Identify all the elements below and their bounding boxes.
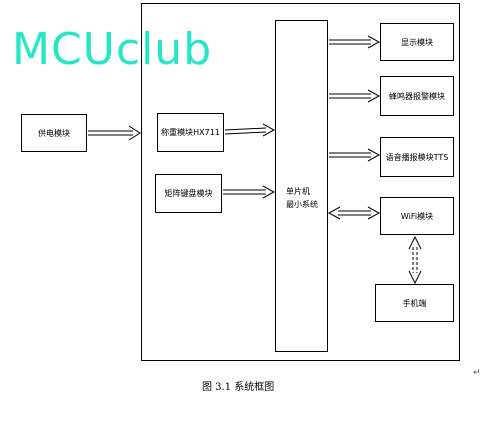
arrow-mcu-to-buzzer: [329, 89, 381, 103]
wifi-module-label: WiFi模块: [400, 211, 434, 221]
mcu-block: 单片机 最小系统: [275, 20, 328, 352]
arrow-wifi-phone-dashed: [408, 235, 422, 285]
weighing-module-label: 称重模块HX711: [161, 128, 220, 137]
display-module-label: 显示模块: [401, 37, 433, 47]
arrow-weigh-to-mcu: [224, 123, 276, 137]
weighing-module-block: 称重模块HX711: [157, 113, 224, 152]
phone-block: 手机端: [375, 284, 454, 322]
system-frame: [141, 3, 460, 361]
arrow-keypad-to-mcu: [223, 185, 276, 199]
keypad-module-label: 矩阵键盘模块: [164, 189, 213, 198]
arrow-mcu-wifi-bidirectional: [327, 206, 381, 220]
buzzer-module-label: 蜂鸣器报警模块: [389, 91, 445, 101]
watermark-logo: MCUclub: [12, 24, 213, 75]
phone-label: 手机端: [402, 298, 427, 308]
arrow-power-to-weigh: [88, 125, 141, 141]
mcu-label-line2: 最小系统: [286, 200, 318, 209]
buzzer-module-block: 蜂鸣器报警模块: [380, 76, 454, 116]
arrow-mcu-to-display: [329, 35, 381, 49]
mcu-label-line1: 单片机: [286, 187, 310, 196]
arrow-mcu-to-voice: [329, 148, 381, 162]
wifi-module-block: WiFi模块: [380, 197, 454, 235]
voice-module-label: 语音播报模块TTS: [385, 152, 449, 162]
figure-caption: 图 3.1 系统框图: [202, 382, 275, 393]
display-module-block: 显示模块: [380, 23, 454, 61]
keypad-module-block: 矩阵键盘模块: [155, 174, 222, 213]
return-mark-right: ↵: [473, 368, 481, 378]
voice-module-block: 语音播报模块TTS: [380, 137, 454, 177]
power-module-block: 供电模块: [21, 114, 87, 152]
power-module-label: 供电模块: [38, 128, 70, 138]
